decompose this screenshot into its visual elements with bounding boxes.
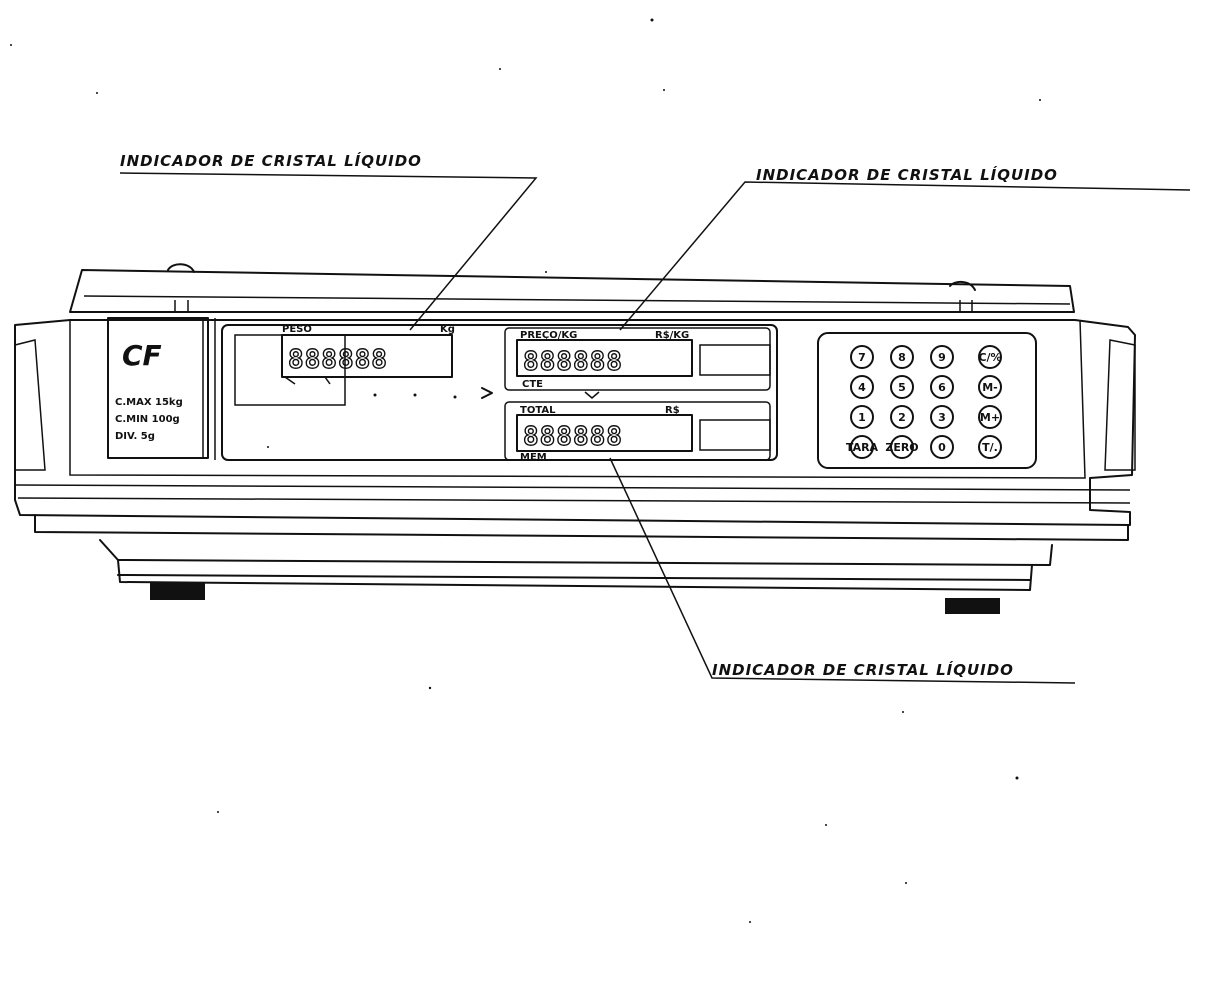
key-label: 0 xyxy=(938,441,946,454)
key-label: TARA xyxy=(846,441,879,454)
key-m-[interactable]: M+ xyxy=(978,405,1002,429)
key-label: 4 xyxy=(858,381,866,394)
key-3[interactable]: 3 xyxy=(930,405,954,429)
total-display: TOTAL R$ 888888 MEM xyxy=(504,401,771,463)
price-display: PREÇO/KG R$/KG 888888 CTE xyxy=(504,327,771,399)
keypad: 7 8 9 C/% 4 5 6 M- 1 2 3 M+ TARA ZERO 0 T/. xyxy=(817,332,1037,469)
key-label: 1 xyxy=(858,411,866,424)
key-9[interactable]: 9 xyxy=(930,345,954,369)
paper-specks xyxy=(10,18,1041,923)
total-unit: R$ xyxy=(665,405,680,416)
key-8[interactable]: 8 xyxy=(890,345,914,369)
key-label: 7 xyxy=(858,351,866,364)
total-sub-label: MEM xyxy=(520,452,547,463)
key-5[interactable]: 5 xyxy=(890,375,914,399)
spec-line-div: DIV. 5g xyxy=(115,431,155,442)
callout-lines xyxy=(119,172,1191,684)
key-7[interactable]: 7 xyxy=(850,345,874,369)
weight-label: PESO xyxy=(282,324,312,335)
key-label: 2 xyxy=(898,411,906,424)
callout-right: INDICADOR DE CRISTAL LÍQUIDO xyxy=(756,165,1058,184)
key-label: 9 xyxy=(938,351,946,364)
key-m-[interactable]: M- xyxy=(978,375,1002,399)
key-label: M+ xyxy=(980,411,1000,424)
key-1[interactable]: 1 xyxy=(850,405,874,429)
scale-body xyxy=(14,319,1136,614)
key-label: 3 xyxy=(938,411,946,424)
weighing-platter xyxy=(69,263,1075,313)
key-tara[interactable]: TARA xyxy=(846,435,879,459)
price-sub-label: CTE xyxy=(522,379,543,390)
price-label: PREÇO/KG xyxy=(520,330,577,341)
key-4[interactable]: 4 xyxy=(850,375,874,399)
price-digits: 888888 xyxy=(523,347,623,377)
spec-line-min: C.MIN 100g xyxy=(115,414,180,425)
price-unit: R$/KG xyxy=(655,330,689,341)
key-c-[interactable]: C/% xyxy=(978,345,1002,369)
key-label: ZERO xyxy=(885,441,918,454)
brand-logo: CF xyxy=(122,339,162,372)
key-label: T/. xyxy=(982,441,998,454)
key-label: 8 xyxy=(898,351,906,364)
key-t-[interactable]: T/. xyxy=(978,435,1002,459)
key-label: C/% xyxy=(978,351,1001,364)
weight-unit: Kg xyxy=(440,324,455,335)
callout-bottom: INDICADOR DE CRISTAL LÍQUIDO xyxy=(712,660,1014,679)
total-label: TOTAL xyxy=(520,405,556,416)
key-6[interactable]: 6 xyxy=(930,375,954,399)
key-2[interactable]: 2 xyxy=(890,405,914,429)
weight-digits: 888888 xyxy=(288,345,388,375)
spec-panel: CF C.MAX 15kg C.MIN 100g DIV. 5g xyxy=(107,317,216,460)
key-label: 5 xyxy=(898,381,906,394)
key-label: M- xyxy=(982,381,998,394)
spec-line-max: C.MAX 15kg xyxy=(115,397,183,408)
weight-display-area: PESO Kg 888888 xyxy=(221,324,778,461)
keypad-keys: 7 8 9 C/% 4 5 6 M- 1 2 3 M+ TARA ZERO 0 T/. xyxy=(846,345,1002,459)
total-digits: 888888 xyxy=(523,422,623,452)
weight-dots xyxy=(373,393,457,399)
key-zero[interactable]: ZERO xyxy=(885,435,919,459)
key-0[interactable]: 0 xyxy=(930,435,954,459)
key-label: 6 xyxy=(938,381,946,394)
callout-left: INDICADOR DE CRISTAL LÍQUIDO xyxy=(120,151,422,170)
